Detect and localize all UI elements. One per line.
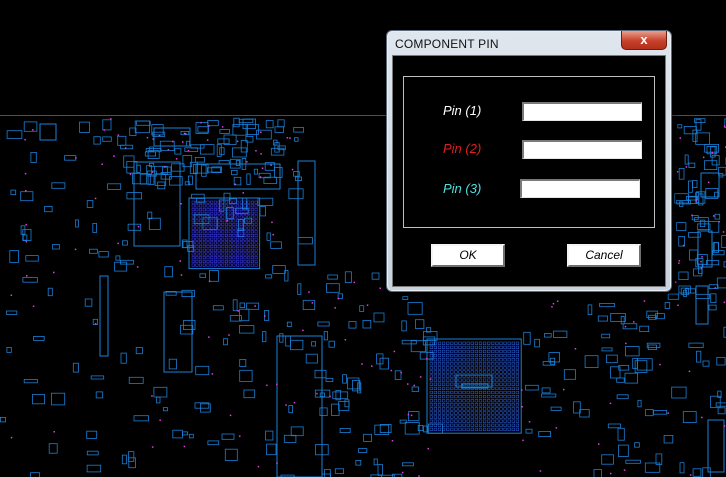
pin-1-field[interactable] — [522, 102, 642, 121]
pin-fields-panel: Pin (1) Pin (2) Pin (3) — [403, 76, 655, 228]
pcb-vias — [10, 118, 726, 477]
pin-1-label: Pin (1) — [443, 103, 482, 118]
pcb-traces — [0, 117, 726, 477]
close-button[interactable]: x — [621, 31, 667, 50]
dialog-titlebar[interactable]: COMPONENT PIN x — [387, 31, 671, 57]
pin-3-label: Pin (3) — [443, 181, 482, 196]
pin-2-label: Pin (2) — [443, 141, 482, 156]
dialog-client-area: Pin (1) Pin (2) Pin (3) OK Cancel — [392, 55, 666, 287]
component-pin-dialog: COMPONENT PIN x Pin (1) Pin (2) Pin (3) … — [386, 30, 672, 292]
pin-3-field[interactable] — [520, 179, 640, 198]
cancel-button[interactable]: Cancel — [567, 244, 641, 267]
dialog-title: COMPONENT PIN — [395, 37, 499, 51]
ok-button[interactable]: OK — [431, 244, 505, 267]
close-icon: x — [640, 32, 648, 47]
pin-2-field[interactable] — [522, 140, 642, 159]
